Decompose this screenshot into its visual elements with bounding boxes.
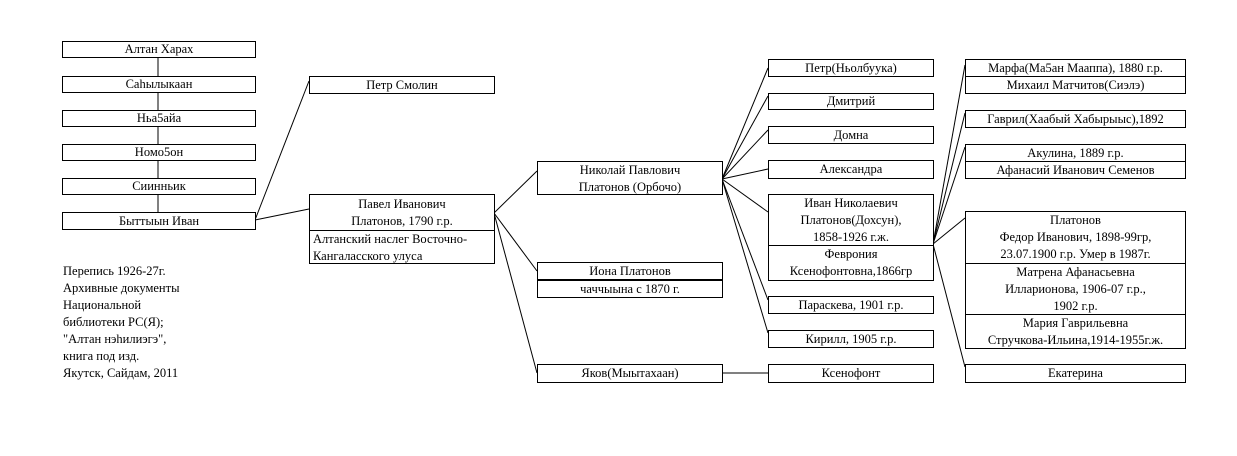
note-line: Алтанский наслег Восточно- — [313, 232, 468, 246]
person-altan-kharakh: Алтан Харах — [62, 41, 256, 58]
person-line: Иван Николаевич — [804, 196, 898, 210]
person-line: Платонов (Орбочо) — [578, 180, 682, 194]
source-note-line: Перепись 1926-27г. — [63, 264, 166, 278]
person-fedor-platonov: Платонов Федор Иванович, 1898-99гр, 23.0… — [965, 211, 1186, 264]
person-line: Николай Павлович — [579, 163, 681, 177]
person-line: Платонов(Дохсун), — [800, 213, 902, 227]
person-petr-nyolbuuka: Петр(Ньолбуука) — [768, 59, 934, 77]
source-note-line: Национальной — [63, 298, 142, 312]
person-siinnyik: Сиинньик — [62, 178, 256, 195]
note-line: Кангаласского улуса — [313, 249, 423, 263]
source-note-line: Архивные документы — [63, 281, 180, 295]
person-paraskeva: Параскева, 1901 г.р. — [768, 296, 934, 314]
person-line: 1902 г.р. — [1053, 299, 1098, 313]
pavel-residence-note: Алтанский наслег Восточно- Кангаласского… — [309, 230, 495, 264]
person-line: Платонов — [1050, 213, 1101, 227]
person-line: Ксенофонтовна,1866гр — [789, 264, 913, 278]
person-petr-smolin: Петр Смолин — [309, 76, 495, 94]
person-ivan-platonov: Иван Николаевич Платонов(Дохсун), 1858-1… — [768, 194, 934, 246]
person-matrena-illarionova: Матрена Афанасьевна Илларионова, 1906-07… — [965, 263, 1186, 315]
person-dmitriy: Дмитрий — [768, 93, 934, 110]
person-aleksandra: Александра — [768, 160, 934, 179]
person-mariya-struchkova: Мария Гаврильевна Стручкова-Ильина,1914-… — [965, 314, 1186, 349]
person-line: Мария Гаврильевна — [1022, 316, 1129, 330]
person-pavel-platonov: Павел Иванович Платонов, 1790 г.р. — [309, 194, 495, 231]
person-line: 1858-1926 г.ж. — [813, 230, 889, 244]
source-note-line: "Алтан нэhилиэгэ", — [63, 332, 167, 346]
person-ksenofont: Ксенофонт — [768, 364, 934, 383]
person-sahylykaan: Саhылыкаан — [62, 76, 256, 93]
person-nomogon: Номо5он — [62, 144, 256, 161]
person-line: Илларионова, 1906-07 г.р., — [1005, 282, 1146, 296]
person-nyagaya: Ньа5айа — [62, 110, 256, 127]
person-mikhail-matchitov: Михаил Матчитов(Сиэлэ) — [965, 76, 1186, 94]
person-domna: Домна — [768, 126, 934, 144]
person-fevroniya: Феврония Ксенофонтовна,1866гр — [768, 245, 934, 281]
person-afanasiy-semenov: Афанасий Иванович Семенов — [965, 161, 1186, 179]
person-line: Феврония — [824, 247, 878, 261]
person-akulina: Акулина, 1889 г.р. — [965, 144, 1186, 162]
person-gavril: Гаврил(Хаабый Хабырыыс),1892 — [965, 110, 1186, 128]
person-marfa: Марфа(Ма5ан Мааппа), 1880 г.р. — [965, 59, 1186, 77]
person-nikolai-platonov: Николай Павлович Платонов (Орбочо) — [537, 161, 723, 195]
person-line: Федор Иванович, 1898-99гр, — [999, 230, 1152, 244]
source-note-line: библиотеки РС(Я); — [63, 315, 164, 329]
source-note-line: Якутск, Сайдам, 2011 — [63, 366, 179, 380]
iona-note: чаччыына с 1870 г. — [537, 280, 723, 298]
person-iona-platonov: Иона Платонов — [537, 262, 723, 280]
person-yakov: Яков(Мыытахаан) — [537, 364, 723, 383]
person-ekaterina: Екатерина — [965, 364, 1186, 383]
person-kirill: Кирилл, 1905 г.р. — [768, 330, 934, 348]
person-line: Платонов, 1790 г.р. — [351, 214, 453, 228]
person-line: Матрена Афанасьевна — [1016, 265, 1135, 279]
source-note-line: книга под изд. — [63, 349, 140, 363]
source-note: Перепись 1926-27г. Архивные документы На… — [63, 263, 179, 382]
person-line: Павел Иванович — [358, 197, 446, 211]
person-line: 23.07.1900 г.р. Умер в 1987г. — [1000, 247, 1151, 261]
person-byttyyn-ivan: Быттыын Иван — [62, 212, 256, 230]
person-line: Стручкова-Ильина,1914-1955г.ж. — [987, 333, 1164, 347]
